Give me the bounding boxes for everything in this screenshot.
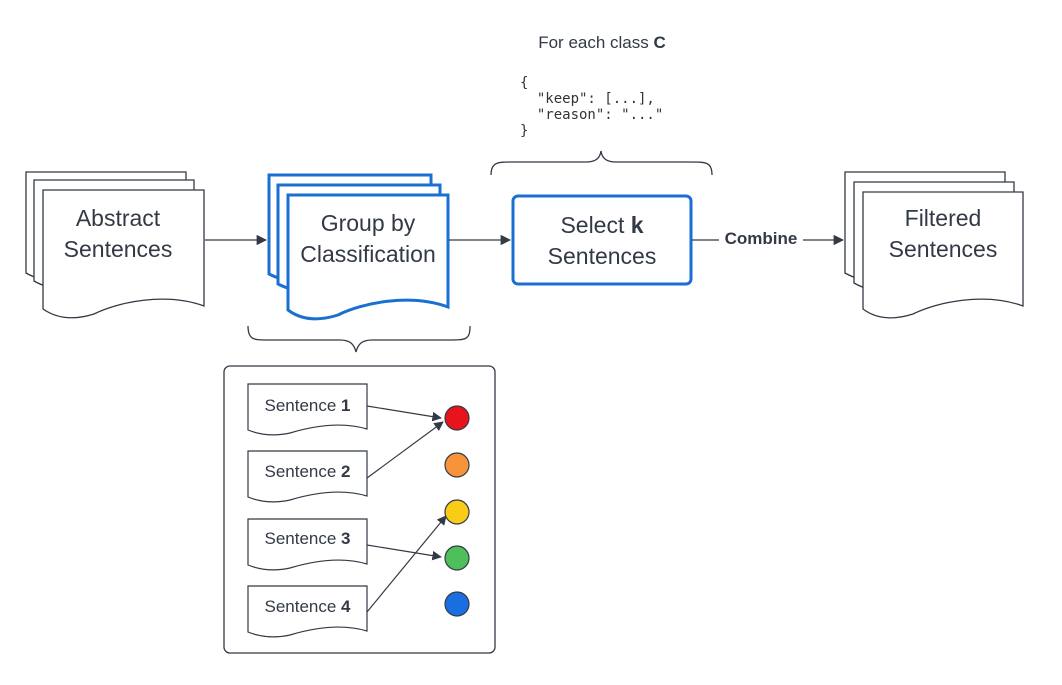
sentence-4-label: Sentence 4 [264,597,351,616]
arrow-s2-to-red [366,421,444,479]
group-by-classification-label: Group by Classification [300,210,436,267]
group-by-classification-doc [267,173,450,321]
classification-panel [223,365,496,654]
sentence-2-label: Sentence 2 [264,462,351,481]
sentence-4-doc [247,585,368,638]
class-dot-red [444,405,470,431]
select-k-box [511,194,693,286]
sentence-2-doc [247,450,368,503]
filtered-sentences-label: Filtered Sentences [888,205,998,262]
combine-label: Combine [724,229,798,248]
select-k-label: Select k Sentences [547,212,657,269]
k-variable: k [630,212,644,238]
bottom-brace [247,325,471,353]
abstract-sentences-label: Abstract Sentences [63,205,173,262]
sentence-3-doc [247,518,368,571]
filtered-sentences-doc [844,171,1024,319]
arrow-s3-to-green [366,544,442,561]
class-dot-orange [444,452,470,478]
arrow-s1-to-red [366,405,442,422]
abstract-sentences-doc [25,171,205,319]
class-name: C [653,33,666,52]
sentence-1-label: Sentence 1 [264,396,351,415]
arrow-s4-to-yellow [366,515,447,613]
class-dot-green [444,545,470,571]
class-dot-blue [444,591,470,617]
for-each-class-heading: For each class C [538,33,666,52]
sentence-3-label: Sentence 3 [264,529,351,548]
class-dot-yellow [444,499,470,525]
json-snippet: { "keep": [...], "reason": "..." } [520,75,664,139]
top-brace [490,150,713,176]
sentence-1-doc [247,383,368,436]
